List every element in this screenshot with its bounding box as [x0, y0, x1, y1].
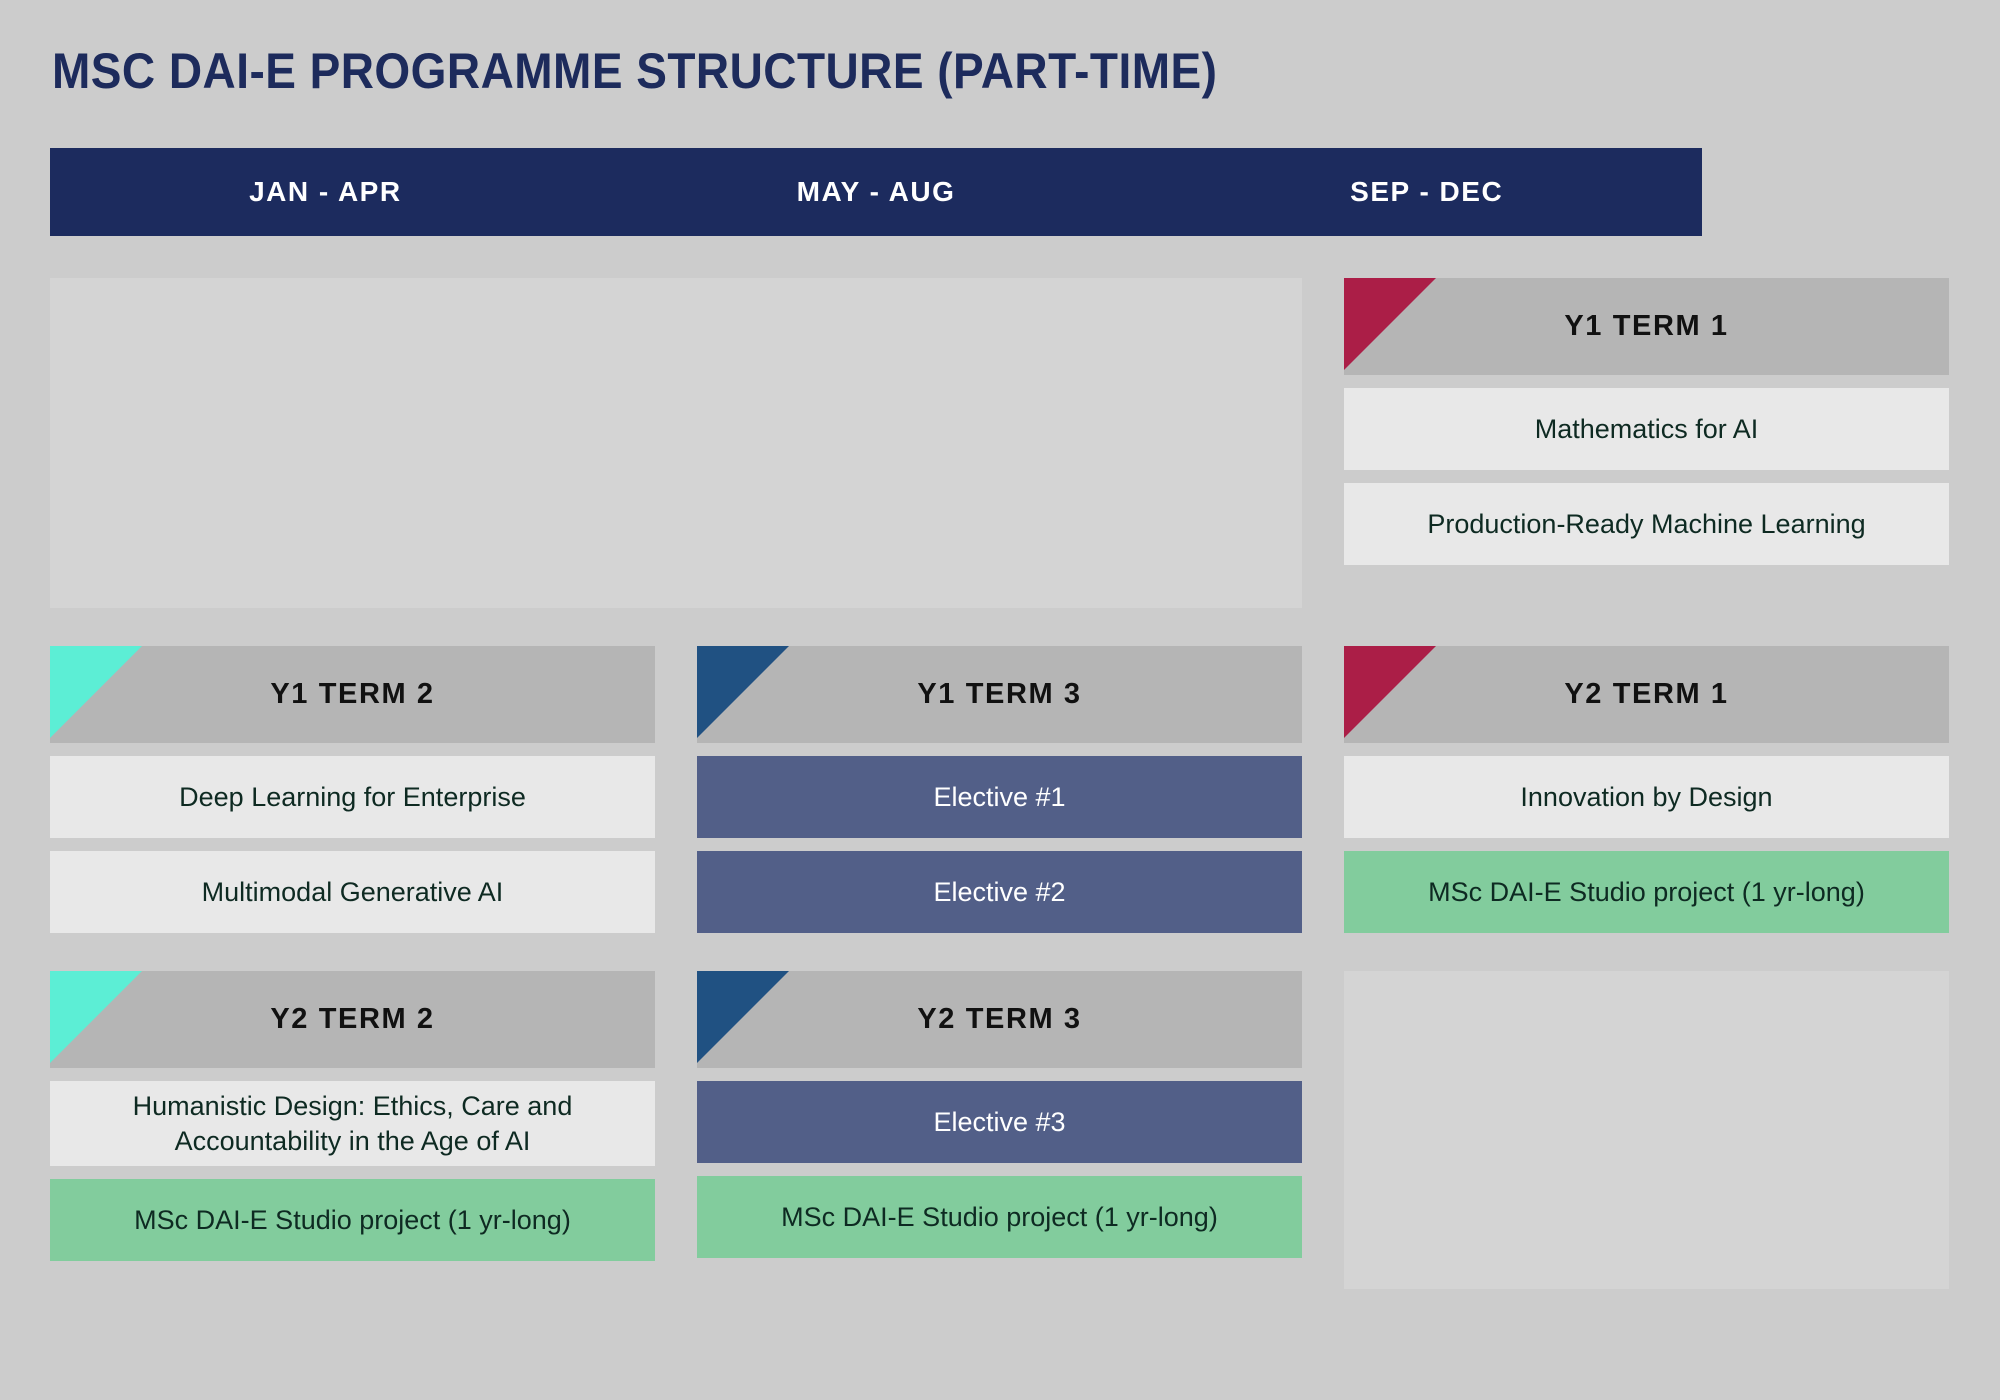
- empty-term-placeholder: [1344, 971, 1949, 1289]
- term-row: Y2 TERM 2 Humanistic Design: Ethics, Care…: [50, 971, 1949, 1289]
- term-column: Y2 TERM 2 Humanistic Design: Ethics, Care…: [50, 971, 655, 1289]
- term-grid: Y1 TERM 1 Mathematics for AI Production-Re…: [50, 278, 1949, 1327]
- season-header-jan-apr: JAN - APR: [249, 176, 402, 207]
- term-label: Y2 TERM 3: [917, 1003, 1082, 1035]
- module-card[interactable]: Humanistic Design: Ethics, Care and Acco…: [50, 1081, 655, 1167]
- corner-triangle-teal-icon: [50, 646, 142, 738]
- term-header-y2-term-1[interactable]: Y2 TERM 1: [1344, 646, 1949, 743]
- term-label: Y2 TERM 2: [270, 1003, 435, 1035]
- module-card[interactable]: Production-Ready Machine Learning: [1344, 483, 1949, 565]
- term-row: Y1 TERM 1 Mathematics for AI Production-Re…: [50, 278, 1949, 608]
- term-label: Y1 TERM 2: [270, 678, 435, 710]
- term-header-y1-term-1[interactable]: Y1 TERM 1: [1344, 278, 1949, 375]
- season-header-may-aug: MAY - AUG: [796, 176, 956, 207]
- term-column: Y2 TERM 3 Elective #3 MSc DAI-E Studio pro…: [697, 971, 1302, 1289]
- corner-triangle-blue-icon: [697, 971, 789, 1063]
- module-card[interactable]: Mathematics for AI: [1344, 388, 1949, 470]
- corner-triangle-blue-icon: [697, 646, 789, 738]
- term-header-y1-term-2[interactable]: Y1 TERM 2: [50, 646, 655, 743]
- studio-project-card[interactable]: MSc DAI-E Studio project (1 yr-long): [1344, 851, 1949, 933]
- term-label: Y2 TERM 1: [1564, 678, 1729, 710]
- studio-project-card[interactable]: MSc DAI-E Studio project (1 yr-long): [50, 1179, 655, 1262]
- season-header-sep-dec: SEP - DEC: [1350, 176, 1504, 207]
- term-header-y2-term-3[interactable]: Y2 TERM 3: [697, 971, 1302, 1068]
- term-label: Y1 TERM 3: [917, 678, 1082, 710]
- module-card[interactable]: Deep Learning for Enterprise: [50, 756, 655, 838]
- module-card[interactable]: Innovation by Design: [1344, 756, 1949, 838]
- corner-triangle-crimson-icon: [1344, 278, 1436, 370]
- page-title: MSC DAI-E PROGRAMME STRUCTURE (PART-TIME…: [52, 43, 1218, 99]
- term-header-y1-term-3[interactable]: Y1 TERM 3: [697, 646, 1302, 743]
- module-card[interactable]: Multimodal Generative AI: [50, 851, 655, 933]
- term-label: Y1 TERM 1: [1564, 310, 1729, 342]
- empty-term-placeholder: [50, 278, 1302, 608]
- studio-project-card[interactable]: MSc DAI-E Studio project (1 yr-long): [697, 1176, 1302, 1258]
- term-column: Y1 TERM 3 Elective #1 Elective #2: [697, 646, 1302, 933]
- corner-triangle-teal-icon: [50, 971, 142, 1063]
- elective-card[interactable]: Elective #2: [697, 851, 1302, 933]
- corner-triangle-crimson-icon: [1344, 646, 1436, 738]
- elective-card[interactable]: Elective #3: [697, 1081, 1302, 1163]
- term-column: Y1 TERM 1 Mathematics for AI Production-Re…: [1344, 278, 1949, 608]
- term-header-y2-term-2[interactable]: Y2 TERM 2: [50, 971, 655, 1068]
- elective-card[interactable]: Elective #1: [697, 756, 1302, 838]
- season-header-band: JAN - APR MAY - AUG SEP - DEC: [50, 148, 1702, 236]
